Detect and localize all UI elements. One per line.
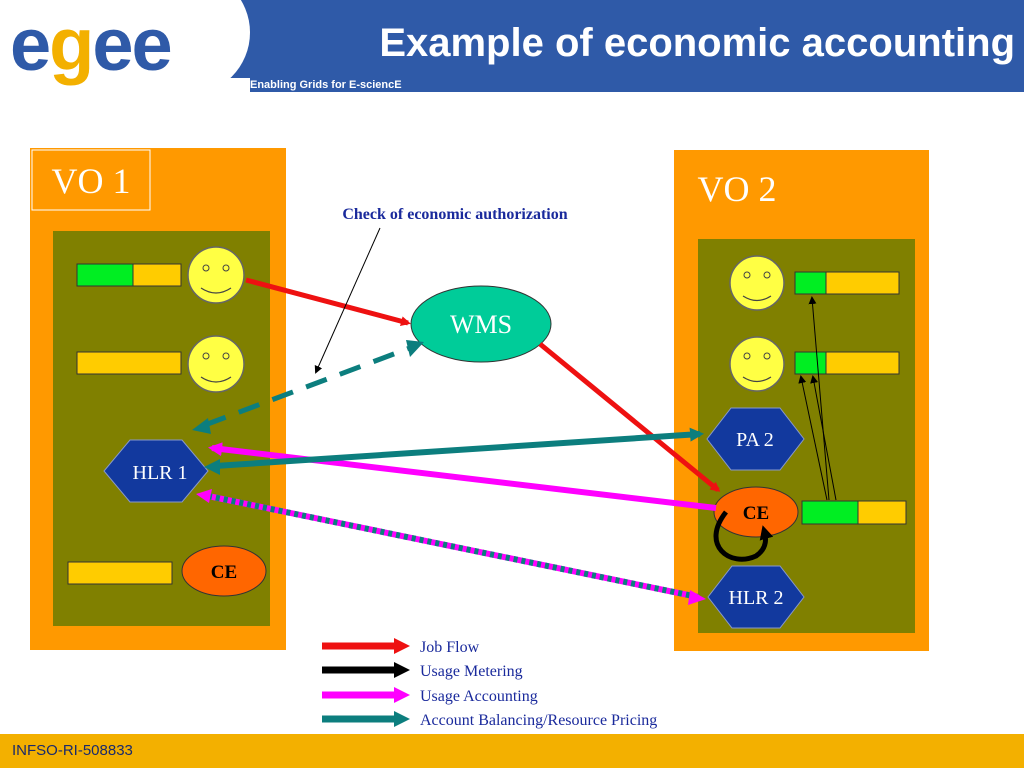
job-flow-arrow bbox=[538, 342, 721, 492]
budget-bar bbox=[67, 561, 173, 585]
vo1-ce-node bbox=[181, 545, 267, 597]
balancing-arrowhead-left bbox=[204, 459, 220, 475]
metering-arrow bbox=[810, 375, 837, 501]
authorization-dashed-line bbox=[204, 343, 416, 428]
egee-logo: egee bbox=[10, 3, 173, 86]
smiley-icon bbox=[729, 255, 785, 311]
vo1-label: VO 1 bbox=[52, 161, 131, 201]
hlr2-node bbox=[707, 565, 805, 629]
hlr1-node bbox=[103, 439, 209, 503]
smiley-icon bbox=[187, 246, 245, 304]
pa2-label: PA 2 bbox=[736, 429, 774, 451]
legend-label: Job Flow bbox=[420, 639, 480, 656]
budget-bar bbox=[76, 351, 182, 375]
pa2-node bbox=[706, 407, 805, 471]
subtitle-bar: Enabling Grids for E-sciencE bbox=[250, 78, 1024, 92]
footer-text: INFSO-RI-508833 bbox=[12, 742, 133, 759]
metering-arrow bbox=[808, 296, 830, 501]
vo2-ce-node bbox=[713, 486, 799, 538]
legend: Job Flow Usage Metering Usage Accounting… bbox=[322, 638, 657, 729]
metering-arrow bbox=[798, 375, 828, 501]
legend-label: Account Balancing/Resource Pricing bbox=[420, 712, 657, 729]
hlr1-label: HLR 1 bbox=[133, 462, 188, 484]
budget-bar bbox=[794, 271, 900, 295]
smiley-icon bbox=[187, 335, 245, 393]
hlr-exchange-line-dots bbox=[207, 493, 699, 600]
budget-bar bbox=[76, 263, 182, 287]
page-title: Example of economic accounting bbox=[379, 21, 1015, 65]
hlr2-label: HLR 2 bbox=[729, 587, 784, 609]
annotation-pointer bbox=[314, 227, 381, 374]
hlr-exchange-arrowhead-right bbox=[688, 590, 706, 605]
authorization-arrowhead-right bbox=[406, 340, 424, 357]
vo2-ce-label: CE bbox=[743, 503, 769, 524]
usage-metering-loop bbox=[713, 510, 774, 562]
legend-label: Usage Metering bbox=[420, 663, 523, 680]
vo2-label: VO 2 bbox=[698, 169, 777, 209]
footer-bar: INFSO-RI-508833 bbox=[0, 734, 1024, 768]
authorization-arrowhead-left bbox=[192, 418, 211, 434]
hlr-exchange-arrowhead-left bbox=[196, 489, 212, 503]
subtitle: Enabling Grids for E-sciencE bbox=[250, 79, 402, 91]
account-balancing-arrow bbox=[214, 427, 704, 469]
budget-bar bbox=[801, 500, 907, 525]
vo1-label-box bbox=[31, 149, 151, 211]
smiley-icon bbox=[729, 336, 785, 392]
budget-bar bbox=[794, 351, 900, 375]
vo1-ce-label: CE bbox=[211, 562, 237, 583]
annotation-label: Check of economic authorization bbox=[342, 206, 567, 223]
usage-accounting-arrow bbox=[208, 442, 717, 511]
wms-label: WMS bbox=[450, 310, 512, 339]
wms-node bbox=[410, 285, 552, 363]
legend-label: Usage Accounting bbox=[420, 688, 538, 705]
job-flow-arrow bbox=[245, 277, 411, 327]
logo-background bbox=[0, 0, 250, 95]
